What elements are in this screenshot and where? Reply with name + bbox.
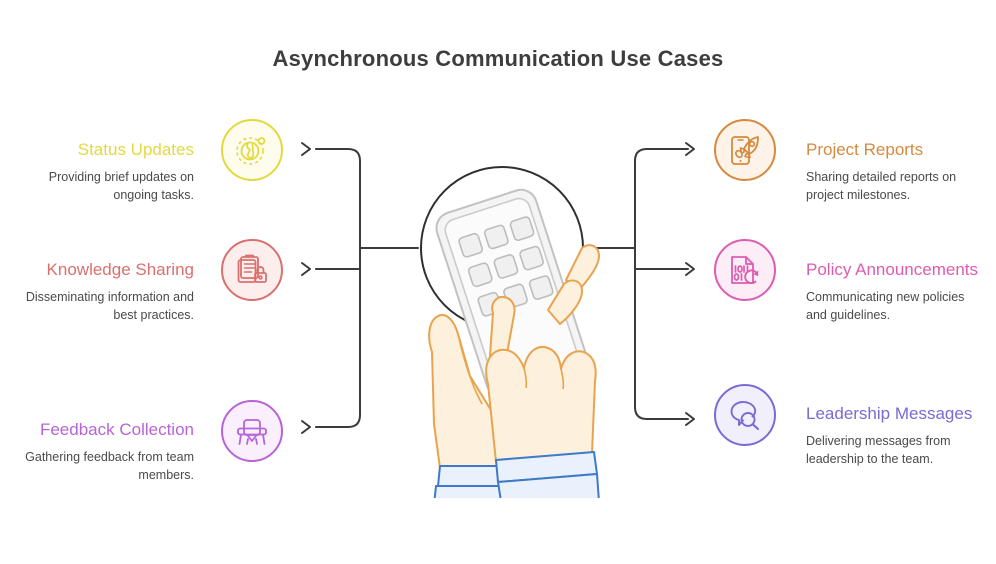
left-trunk-line (315, 148, 361, 428)
icon-badge-feedback-collection[interactable] (221, 400, 283, 462)
speech-bubble-search-icon (730, 401, 760, 431)
node-text-leadership-messages: Leadership Messages Delivering messages … (806, 402, 986, 468)
chair-desk-icon (237, 419, 267, 445)
icon-badge-status-updates[interactable] (221, 119, 283, 181)
node-text-status-updates: Status Updates Providing brief updates o… (14, 138, 194, 204)
node-label-status-updates: Status Updates (77, 140, 194, 159)
node-label-policy-announcements: Policy Announcements (806, 260, 978, 279)
node-text-feedback-collection: Feedback Collection Gathering feedback f… (14, 418, 194, 484)
right-arrow-2 (685, 262, 695, 276)
node-description-leadership-messages: Delivering messages from leadership to t… (806, 434, 951, 466)
node-label-leadership-messages: Leadership Messages (806, 404, 973, 423)
right-arrow-3 (685, 412, 695, 426)
node-description-knowledge-sharing: Disseminating information and best pract… (25, 290, 194, 322)
node-description-policy-announcements: Communicating new policies and guideline… (806, 290, 965, 322)
center-illustration-hands-holding-smartphone (420, 166, 600, 498)
icon-badge-leadership-messages[interactable] (714, 384, 776, 446)
node-description-status-updates: Providing brief updates on ongoing tasks… (48, 170, 194, 202)
node-description-feedback-collection: Gathering feedback from team members. (25, 450, 194, 482)
smartphone (435, 188, 588, 398)
icon-badge-project-reports[interactable] (714, 119, 776, 181)
icon-badge-policy-announcements[interactable] (714, 239, 776, 301)
left-arrow-2 (301, 262, 311, 276)
node-label-feedback-collection: Feedback Collection (39, 420, 194, 439)
left-arrow-3 (301, 420, 311, 434)
document-lock-icon (237, 254, 267, 283)
right-arrow-1 (685, 142, 695, 156)
phone-rocket-icon (731, 136, 759, 165)
binary-file-refresh-icon (731, 256, 759, 285)
node-text-project-reports: Project Reports Sharing detailed reports… (806, 138, 986, 204)
icon-badge-knowledge-sharing[interactable] (221, 239, 283, 301)
node-description-project-reports: Sharing detailed reports on project mile… (806, 170, 957, 202)
node-label-knowledge-sharing: Knowledge Sharing (46, 260, 194, 279)
page-title: Asynchronous Communication Use Cases (272, 46, 724, 71)
right-sleeve (495, 451, 600, 498)
right-hand (485, 244, 600, 463)
node-text-knowledge-sharing: Knowledge Sharing Disseminating informat… (14, 258, 194, 324)
left-sleeve (433, 465, 510, 498)
node-text-policy-announcements: Policy Announcements Communicating new p… (806, 258, 986, 324)
node-label-project-reports: Project Reports (806, 140, 924, 159)
globe-icon (236, 137, 266, 165)
left-arrow-1 (301, 142, 311, 156)
